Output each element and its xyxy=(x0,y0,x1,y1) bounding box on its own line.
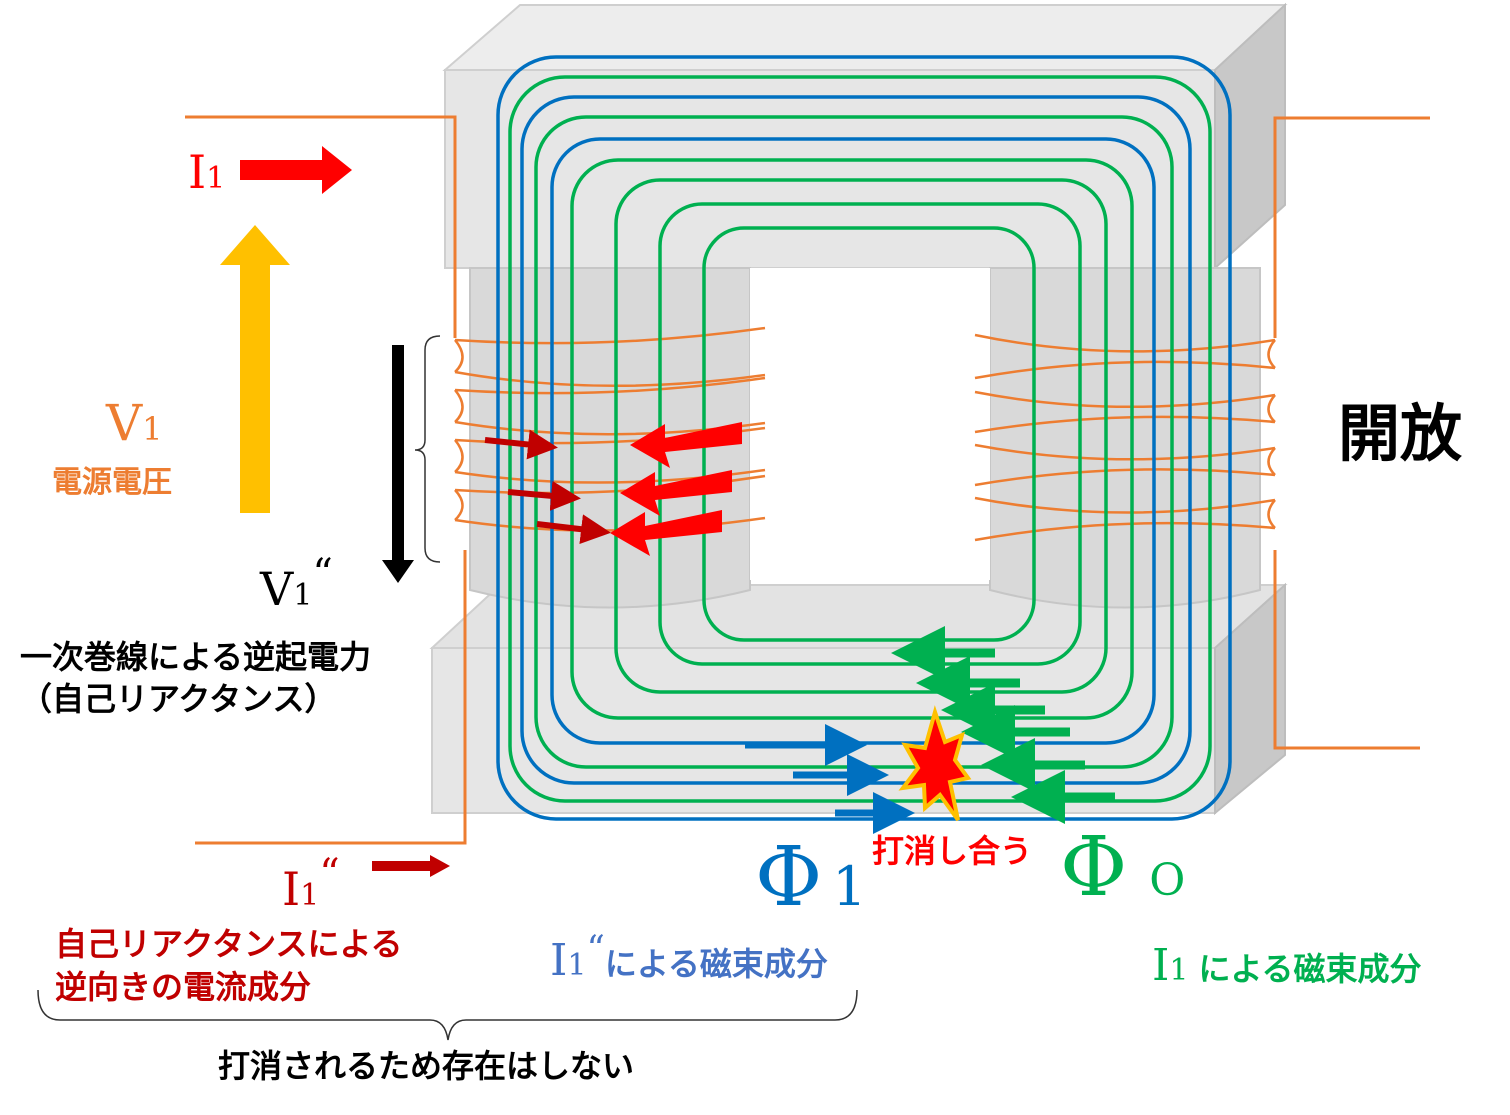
phi1-direction-arrows xyxy=(745,724,915,834)
v1-back-emf-arrow-icon xyxy=(382,345,414,583)
reverse-current-caption-line1: 自己リアクタンスによる xyxy=(55,925,403,963)
flux-loop-green-4 xyxy=(614,178,1108,694)
flux-loop-blue-outer xyxy=(496,55,1232,821)
v1-arrow-icon xyxy=(220,225,290,513)
v1-label: V1 xyxy=(105,394,162,452)
reverse-arrow xyxy=(484,429,558,460)
back-emf-caption-line1: 一次巻線による逆起電力 xyxy=(20,638,371,676)
cancel-note: 打消されるため存在はしない xyxy=(218,1047,634,1085)
phi0-direction-arrows xyxy=(891,626,1115,824)
back-emf-caption-line2: （自己リアクタンス） xyxy=(20,680,336,718)
flux-loop-green-1 xyxy=(508,75,1212,803)
secondary-bottom-lead xyxy=(1273,550,1420,750)
cancellation-burst-icon xyxy=(898,705,972,822)
primary-wires xyxy=(185,115,467,845)
current-arrow-icon xyxy=(630,422,742,468)
open-circuit-label: 開放 xyxy=(1338,397,1462,470)
cancel-each-other-label: 打消し合う xyxy=(872,832,1032,870)
reverse-arrow xyxy=(507,480,581,511)
secondary-top-lead xyxy=(1273,116,1430,338)
secondary-coil xyxy=(974,333,1276,542)
core-top-yoke-top xyxy=(442,4,1288,71)
reverse-arrow xyxy=(536,514,611,545)
coil-bracket xyxy=(414,335,441,563)
core-right-limb xyxy=(989,267,1261,609)
primary-bottom-lead xyxy=(195,550,467,845)
i1-arrow-icon xyxy=(240,146,352,194)
cancel-bracket xyxy=(37,989,858,1041)
transformer-core xyxy=(429,2,1288,816)
primary-top-lead xyxy=(185,115,457,338)
core-bottom-yoke-front xyxy=(431,647,1216,814)
primary-current-arrows xyxy=(610,422,742,556)
core-window xyxy=(750,268,990,580)
reverse-current-arrows xyxy=(484,429,611,545)
phi1-caption: I1“による磁束成分 xyxy=(550,929,828,986)
current-arrow-icon xyxy=(620,470,732,516)
flux-loop-green-3 xyxy=(570,158,1134,720)
v1-caption: 電源電圧 xyxy=(52,465,172,500)
secondary-wires xyxy=(1273,116,1430,750)
core-bottom-yoke-side xyxy=(1214,582,1286,816)
i1-back-label: I1“ xyxy=(282,851,340,916)
i1-label: I1 xyxy=(188,145,225,199)
core-top-yoke-side xyxy=(1214,2,1286,271)
i1-back-arrow-icon xyxy=(372,855,450,877)
current-arrow-icon xyxy=(610,510,722,556)
reverse-current-caption-line2: 逆向きの電流成分 xyxy=(55,968,311,1006)
v1-back-emf-label: V1“ xyxy=(259,551,333,616)
